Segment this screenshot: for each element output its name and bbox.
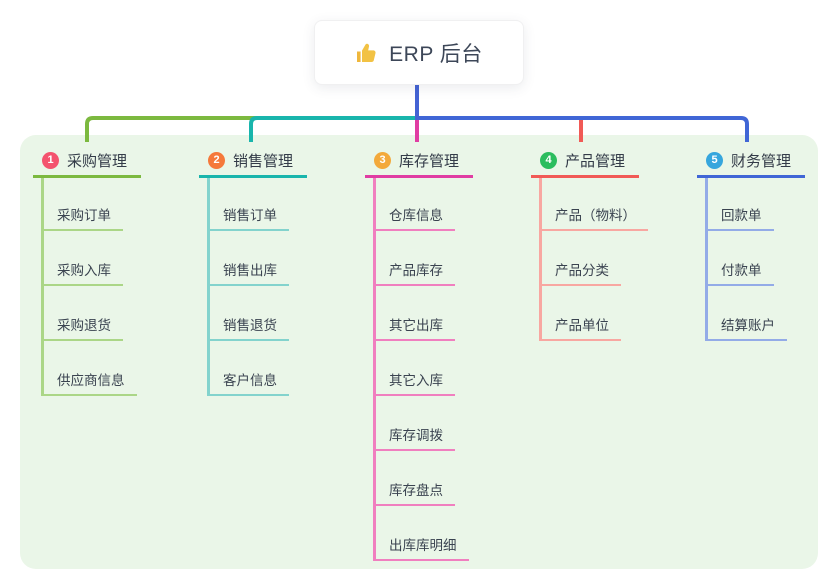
tree-item-label: 采购退货 [57,318,111,333]
branch-spine-line [705,178,708,341]
tree-item-label: 产品分类 [555,263,609,278]
tree-item[interactable]: 产品单位 [539,310,621,341]
tree-item-label: 销售退货 [223,318,277,333]
mindmap-panel [20,135,818,569]
branch-label: 库存管理 [399,152,460,170]
tree-item-label: 仓库信息 [389,208,443,223]
tree-item[interactable]: 回款单 [705,200,774,231]
tree-item[interactable]: 销售出库 [207,255,289,286]
branch-spine-line [539,178,542,341]
tree-item[interactable]: 库存调拨 [373,420,455,451]
tree-item[interactable]: 产品分类 [539,255,621,286]
branch-number-badge: 5 [706,151,723,169]
branch-label: 采购管理 [67,152,128,170]
tree-item[interactable]: 结算账户 [705,310,787,341]
tree-item-label: 回款单 [721,208,762,223]
branch-node-5[interactable]: 5 财务管理 回款单 付款单 结算账户 [697,145,839,341]
tree-item-label: 产品（物料） [555,208,636,223]
tree-item-label: 出库库明细 [389,538,457,553]
branch-number-badge: 3 [374,151,391,169]
tree-item-label: 产品库存 [389,263,443,278]
branch-spine-line [373,178,376,561]
tree-item[interactable]: 其它出库 [373,310,455,341]
branch-number-badge: 2 [208,151,225,169]
branch-number-badge: 4 [540,151,557,169]
tree-item-label: 采购入库 [57,263,111,278]
root-node[interactable]: ERP 后台 [314,20,524,85]
tree-item-label: 库存调拨 [389,428,443,443]
tree-item-label: 其它出库 [389,318,443,333]
tree-item[interactable]: 仓库信息 [373,200,455,231]
tree-item-label: 供应商信息 [57,373,125,388]
branch-header[interactable]: 3 库存管理 [365,145,473,178]
connector-branch-2 [249,116,417,142]
branch-node-1[interactable]: 1 采购管理 采购订单 采购入库 采购退货 供应商信息 [33,145,193,396]
branch-header[interactable]: 2 销售管理 [199,145,307,178]
branch-number-badge: 1 [42,151,59,169]
tree-item-label: 库存盘点 [389,483,443,498]
root-node-label: ERP 后台 [389,42,483,66]
tree-item[interactable]: 出库库明细 [373,530,469,561]
branch-label: 财务管理 [731,152,792,170]
tree-item[interactable]: 采购订单 [41,200,123,231]
branch-header[interactable]: 4 产品管理 [531,145,639,178]
branch-label: 销售管理 [233,152,294,170]
tree-item[interactable]: 库存盘点 [373,475,455,506]
tree-item[interactable]: 客户信息 [207,365,289,396]
branch-spine-line [41,178,44,396]
tree-item-label: 产品单位 [555,318,609,333]
tree-item[interactable]: 销售退货 [207,310,289,341]
tree-item-label: 付款单 [721,263,762,278]
tree-item-label: 销售出库 [223,263,277,278]
branch-header[interactable]: 5 财务管理 [697,145,805,178]
tree-item[interactable]: 采购入库 [41,255,123,286]
tree-item[interactable]: 采购退货 [41,310,123,341]
tree-item[interactable]: 付款单 [705,255,774,286]
branch-header[interactable]: 1 采购管理 [33,145,141,178]
tree-item[interactable]: 产品库存 [373,255,455,286]
branch-node-3[interactable]: 3 库存管理 仓库信息 产品库存 其它出库 其它入库 库存调拨 库存盘点 出库库… [365,145,525,561]
tree-item[interactable]: 销售订单 [207,200,289,231]
tree-item-label: 客户信息 [223,373,277,388]
connector-branch-5 [417,116,749,142]
branch-label: 产品管理 [565,152,626,170]
branch-node-2[interactable]: 2 销售管理 销售订单 销售出库 销售退货 客户信息 [199,145,359,396]
branch-node-4[interactable]: 4 产品管理 产品（物料） 产品分类 产品单位 [531,145,691,341]
branch-spine-line [207,178,210,396]
tree-item-label: 销售订单 [223,208,277,223]
tree-item-label: 其它入库 [389,373,443,388]
connector-branch-1 [85,116,417,142]
tree-item[interactable]: 其它入库 [373,365,455,396]
tree-item[interactable]: 产品（物料） [539,200,648,231]
tree-item-label: 结算账户 [721,318,775,333]
tree-item-label: 采购订单 [57,208,111,223]
thumbs-up-icon [357,43,376,62]
tree-item[interactable]: 供应商信息 [41,365,137,396]
